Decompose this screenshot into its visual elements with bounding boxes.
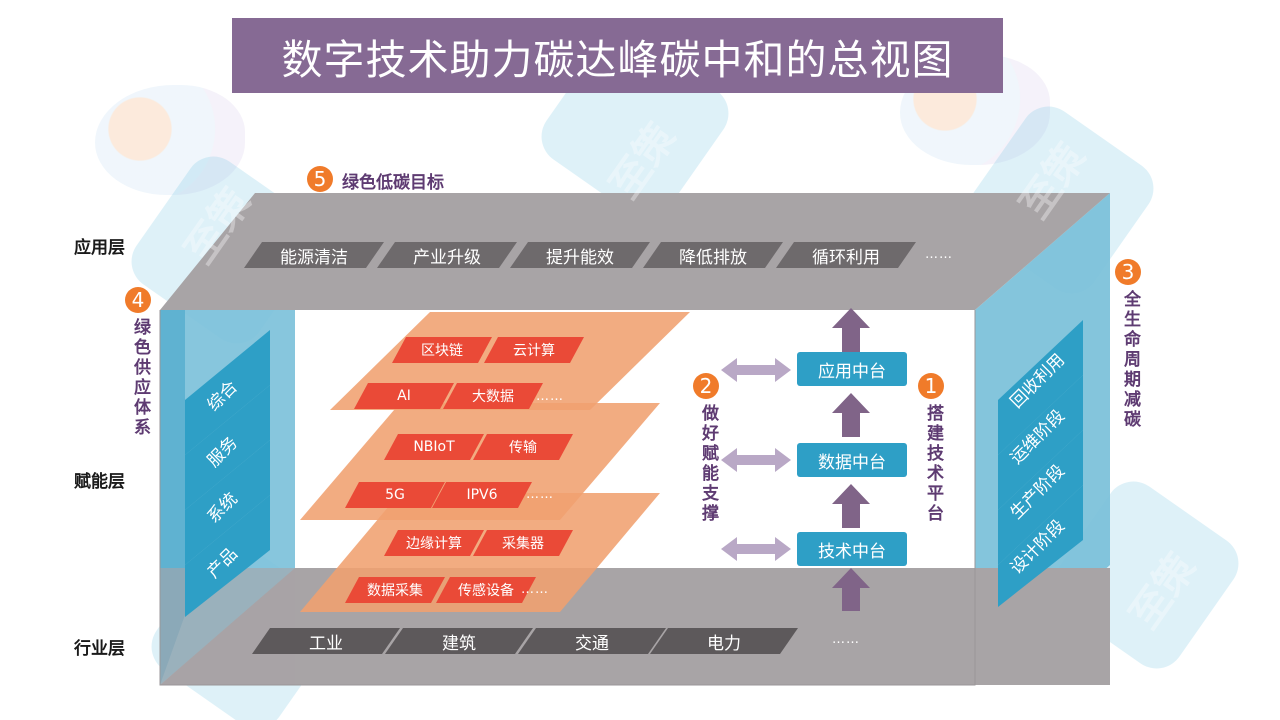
bottom-slab: [160, 568, 1110, 685]
marker-3-badge: 3: [1115, 259, 1141, 285]
double-arrow: [721, 448, 791, 472]
tech-tag: 数据采集: [345, 577, 445, 603]
lifecycle-panel: [998, 485, 1083, 607]
marker-5-label: 绿色低碳目标: [342, 173, 444, 193]
marker-2-badge: 2: [693, 373, 719, 399]
tech-tag: IPV6: [432, 482, 532, 508]
tech-tags-more: ……: [536, 389, 564, 404]
platform-technology: 技术中台: [797, 532, 907, 566]
goal-item: 循环利用: [776, 242, 916, 268]
industries-more: ……: [832, 632, 860, 647]
tech-tag: 采集器: [473, 530, 573, 556]
tech-tags-more: ……: [526, 487, 554, 502]
marker-1-badge: 1: [918, 373, 944, 399]
lifecycle-panels: [998, 320, 1083, 607]
marker-2-label: 做好赋能支撑: [698, 404, 718, 524]
industry-item: 电力: [650, 628, 798, 654]
tech-tag: 传感设备: [436, 577, 536, 603]
goals-more: ……: [925, 247, 953, 262]
double-arrow: [721, 537, 791, 561]
goal-item: 降低排放: [643, 242, 783, 268]
double-arrow: [721, 358, 791, 382]
tech-tag: 边缘计算: [384, 530, 484, 556]
lifecycle-panel: [998, 430, 1083, 565]
box-outline: [159, 310, 976, 686]
marker-3-label: 全生命周期减碳: [1120, 290, 1140, 430]
tech-tag: 5G: [345, 482, 445, 508]
up-arrow: [832, 393, 870, 437]
marker-4-badge: 4: [125, 287, 151, 313]
industry-item: 交通: [518, 628, 666, 654]
lifecycle-panel: [998, 320, 1083, 455]
title-text: 数字技术助力碳达峰碳中和的总视图: [281, 35, 954, 84]
supply-panel: [185, 495, 270, 617]
layer-label-enabling: 赋能层: [74, 472, 125, 492]
supply-panel: [185, 330, 270, 455]
tech-tag: 区块链: [392, 337, 492, 363]
tech-tag: NBIoT: [384, 434, 484, 460]
tech-tag: 大数据: [443, 383, 543, 409]
tech-tag: AI: [354, 383, 454, 409]
industry-item: 建筑: [385, 628, 533, 654]
tech-tag: 云计算: [484, 337, 584, 363]
marker-4-label: 绿色供应体系: [130, 318, 150, 438]
double-arrows: [721, 358, 791, 561]
goal-item: 提升能效: [510, 242, 650, 268]
page-title: 数字技术助力碳达峰碳中和的总视图: [232, 18, 1003, 93]
up-arrow: [832, 568, 870, 611]
up-arrow: [832, 484, 870, 528]
goal-item: 产业升级: [377, 242, 517, 268]
up-arrows: [832, 308, 870, 611]
supply-panel: [185, 385, 270, 510]
marker-5-badge: 5: [307, 166, 333, 192]
layer-label-industry: 行业层: [74, 639, 125, 659]
layer-label-application: 应用层: [74, 238, 125, 258]
tech-tag: 传输: [473, 434, 573, 460]
marker-1-label: 搭建技术平台: [923, 404, 943, 524]
tech-tags-more: ……: [521, 582, 549, 597]
bottom-slab-front: [160, 568, 295, 685]
industry-item: 工业: [252, 628, 400, 654]
goal-item: 能源清洁: [244, 242, 384, 268]
platform-application: 应用中台: [797, 352, 907, 386]
supply-panel: [185, 440, 270, 565]
lifecycle-panel: [998, 375, 1083, 510]
platform-data: 数据中台: [797, 443, 907, 477]
supply-panels: [185, 330, 270, 617]
up-arrow: [832, 308, 870, 352]
